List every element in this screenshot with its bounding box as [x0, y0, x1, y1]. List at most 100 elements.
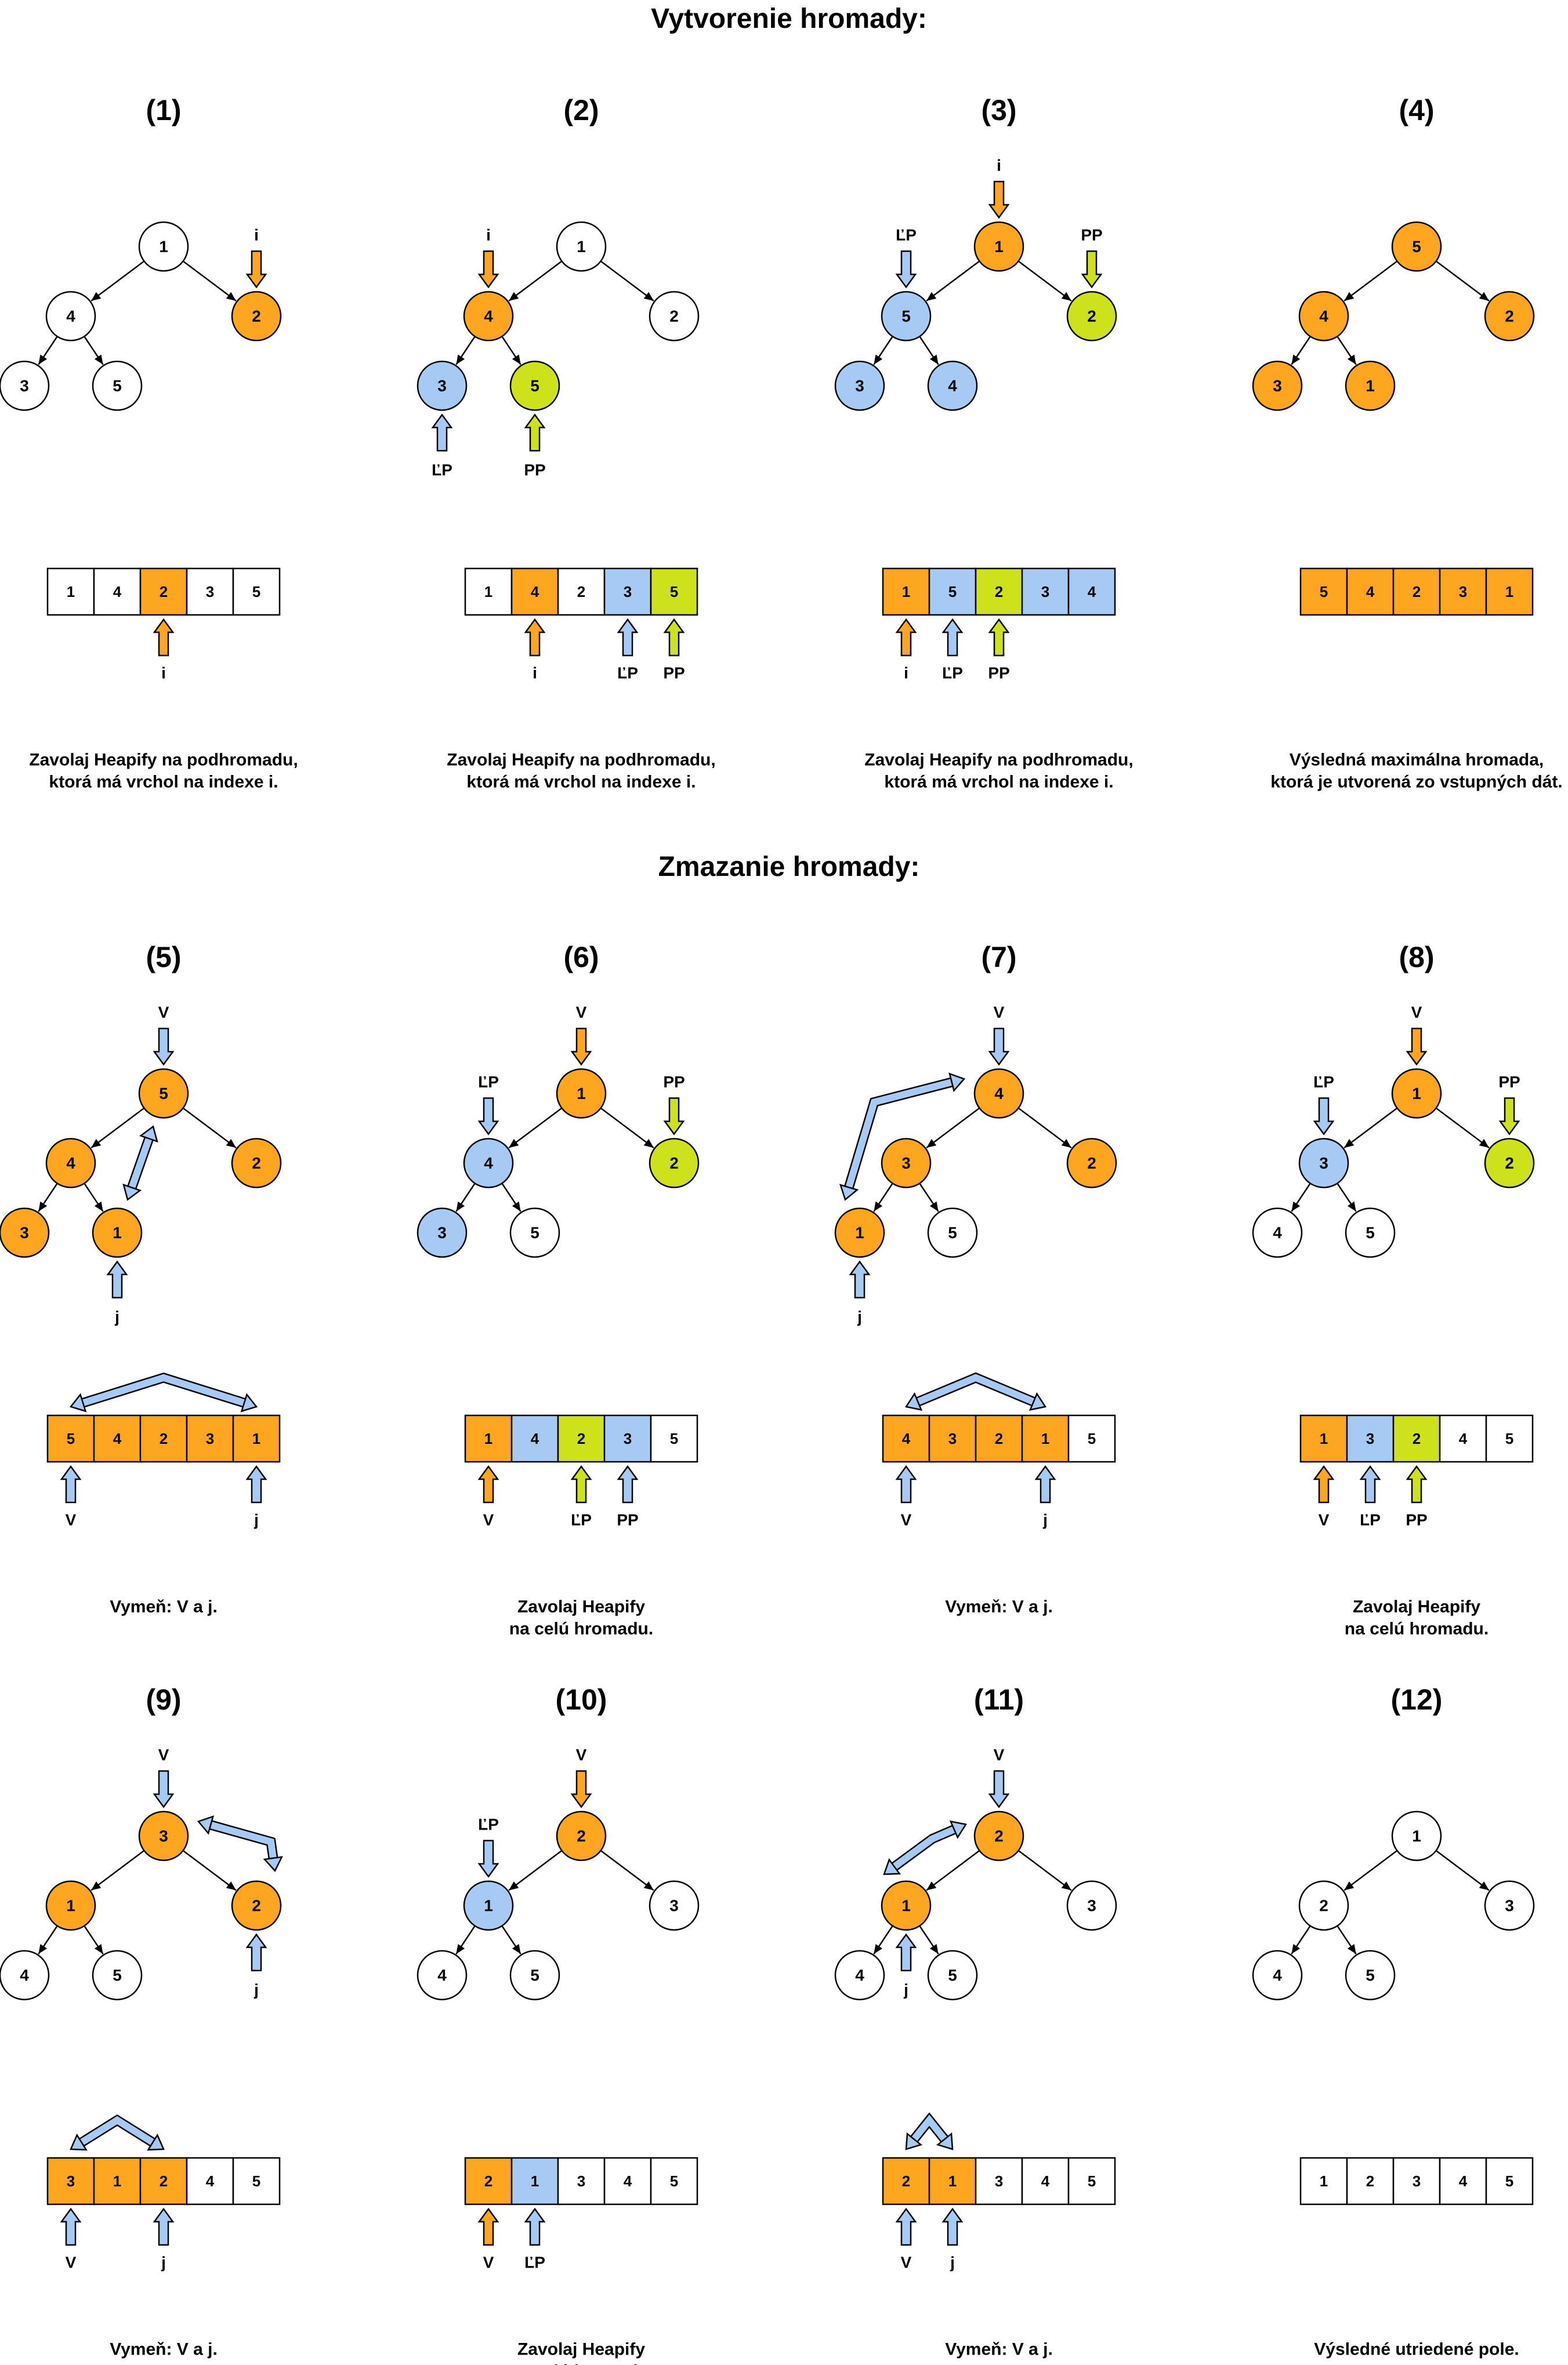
tree-pointer-label: i	[486, 226, 491, 244]
array-cell-value: 1	[1320, 1430, 1328, 1447]
tree-pointer-arrow	[988, 1770, 1010, 1809]
tree-node-circle	[231, 291, 282, 342]
tree-node: 5	[92, 360, 143, 411]
step-label: (7)	[981, 941, 1016, 973]
step-label: (12)	[1391, 1683, 1443, 1716]
array-cell: 2	[464, 2157, 513, 2205]
tree-node-circle	[1484, 1138, 1535, 1189]
array-cell-box	[603, 567, 652, 616]
tree-node: 4	[45, 1138, 96, 1189]
tree-node-circle	[834, 1950, 885, 2001]
tree-pointer: V	[570, 1004, 592, 1066]
tree-node: 1	[881, 1880, 932, 1931]
tree-edge-arrowhead	[929, 1944, 939, 1954]
array-pointer-arrow	[1359, 1465, 1381, 1504]
array-cell-box	[975, 1414, 1023, 1463]
array-cell-value: 2	[160, 1430, 168, 1447]
array-cell-value: 2	[995, 583, 1003, 600]
array-pointer-arrow	[60, 2207, 82, 2246]
tree-pointer-label: ĽP	[432, 461, 452, 479]
array-cell-box	[1485, 2157, 1534, 2205]
array-cell-box	[882, 567, 930, 616]
array-pointer: i	[524, 618, 546, 682]
array-pointer: V	[60, 1465, 82, 1529]
array-pointer-arrow	[60, 1465, 82, 1504]
tree-node-value: 4	[66, 307, 75, 325]
tree-edge	[1017, 1850, 1072, 1891]
tree-node: 3	[649, 1880, 700, 1931]
array-cell-box	[46, 1414, 95, 1463]
array-pointer: V	[477, 1465, 499, 1529]
array-cell-value: 5	[1505, 2172, 1513, 2190]
array-cell-box	[1439, 2157, 1487, 2205]
tree-node-circle	[973, 1068, 1024, 1119]
tree-pointer-label: j	[114, 1308, 119, 1326]
array-pointer-arrow	[895, 618, 917, 657]
array-pointer-arrow	[617, 618, 639, 657]
tree-node-value: 5	[948, 1224, 957, 1242]
step-label: (1)	[146, 94, 181, 126]
tree-node-circle	[417, 360, 468, 411]
array-pointer: V	[477, 2207, 499, 2272]
step-caption-line: ktorá je utvorená zo vstupných dát.	[1270, 773, 1562, 792]
array-cell-value: 4	[1459, 1430, 1468, 1447]
array-cell-value: 1	[67, 583, 75, 600]
tree-edge-arrowhead	[643, 1139, 654, 1148]
array-pointer: PP	[1406, 1465, 1428, 1529]
tree-pointer-arrow	[245, 250, 267, 289]
tree-edge-arrowhead	[1061, 292, 1071, 301]
tree-pointer: PP	[524, 413, 546, 479]
step-caption-line: na celú hromadu.	[509, 2362, 653, 2365]
tree-pointer-label: i	[997, 157, 1001, 175]
tree-node-value: 2	[1319, 1897, 1328, 1915]
tree-edge-arrowhead	[456, 1201, 465, 1212]
tree-edge-arrowhead	[926, 1139, 937, 1148]
tree-pointer-arrow	[1081, 250, 1103, 289]
array-cell: 4	[186, 2157, 234, 2205]
array-cell: 1	[46, 567, 95, 616]
tree-node-value: 2	[1505, 307, 1514, 325]
array-cell: 4	[882, 1414, 930, 1463]
tree-node: 4	[463, 291, 514, 342]
step-caption-line: Zavolaj Heapify na podhromadu,	[29, 751, 298, 770]
array-pointer: V	[895, 1465, 917, 1529]
array-pointer-label: i	[904, 664, 908, 682]
array-cell-value: 4	[113, 583, 122, 600]
array-cell-box	[557, 1414, 606, 1463]
tree-node: 4	[0, 1950, 50, 2001]
tree-node-value: 2	[252, 307, 261, 325]
tree-pointer-label: V	[994, 1004, 1005, 1022]
array-cell-value: 2	[995, 1430, 1003, 1447]
tree-node-circle	[1298, 291, 1349, 342]
tree-pointer: j	[895, 1933, 917, 1999]
step-caption-line: Zavolaj Heapify	[1353, 1598, 1480, 1617]
tree-node: 4	[927, 360, 978, 411]
tree-node-circle	[509, 360, 560, 411]
array-cell-value: 4	[113, 1430, 122, 1447]
array-cell: 5	[650, 1414, 698, 1463]
array-cell-value: 1	[902, 583, 910, 600]
array-pointer: V	[1313, 1465, 1335, 1529]
step-label: (5)	[146, 941, 181, 973]
array-cell: 4	[93, 567, 142, 616]
tree-node: 3	[417, 1207, 468, 1258]
tree-edge	[600, 1107, 654, 1149]
tree-pointer-arrow	[477, 1097, 499, 1136]
array-cell: 2	[139, 2157, 188, 2205]
tree-node: 5	[1345, 1950, 1396, 2001]
array-cell: 1	[510, 2157, 559, 2205]
array-pointer-arrow	[1406, 1465, 1428, 1504]
array-cell-box	[1067, 2157, 1116, 2205]
tree-node-value: 4	[1273, 1224, 1282, 1242]
tree-pointer-label: ĽP	[1313, 1073, 1334, 1091]
step-label: (10)	[556, 1683, 607, 1716]
array-cell-box	[1299, 567, 1348, 616]
tree-pointer: ĽP	[895, 226, 917, 289]
tree-swap-arrow	[883, 1820, 968, 1875]
tree-node-value: 2	[252, 1154, 261, 1172]
array-cell-box	[510, 2157, 559, 2205]
array-cell-value: 1	[484, 1430, 493, 1447]
array-cell: 1	[1485, 567, 1534, 616]
tree-pointer-arrow	[895, 1933, 917, 1972]
